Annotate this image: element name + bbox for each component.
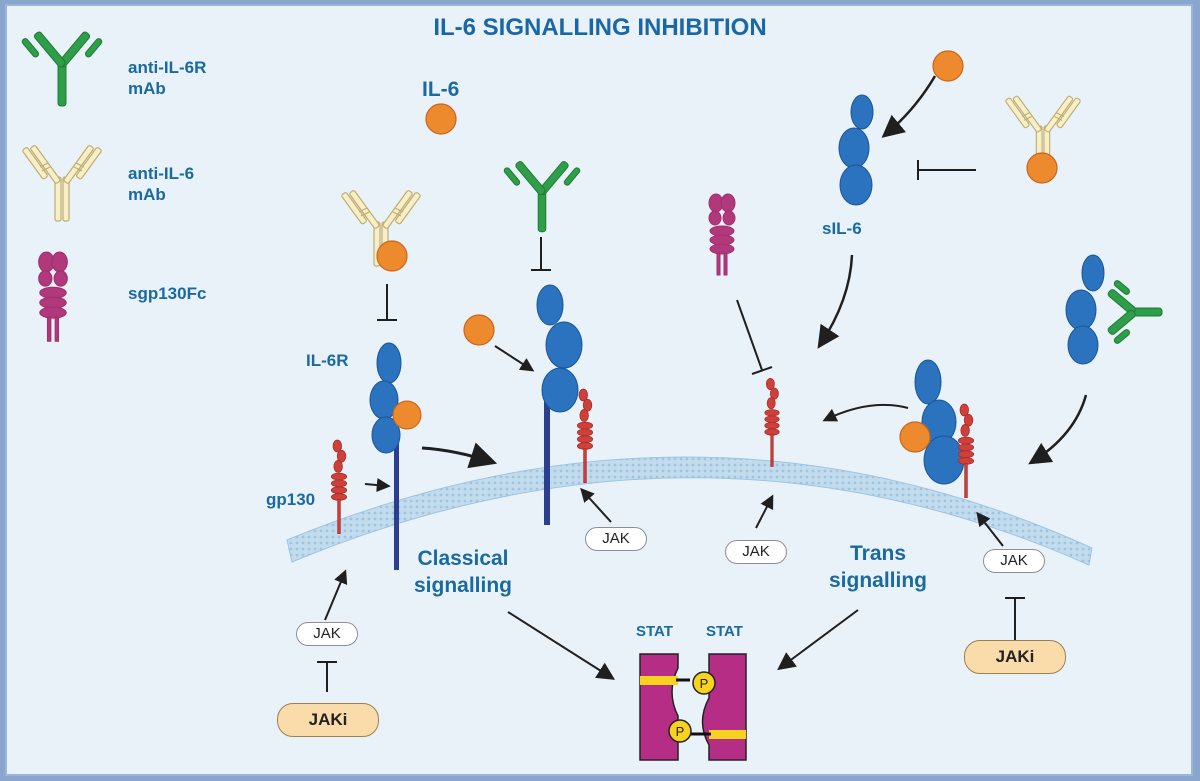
jak-pill-trans: JAK: [725, 540, 787, 564]
legend-anti-il6r-line1: anti-IL-6R: [128, 58, 207, 77]
classical-line1: Classical: [417, 547, 509, 570]
diagram-title: IL-6 SIGNALLING INHIBITION: [433, 14, 767, 41]
jaki-left-badge: JAKi: [277, 703, 379, 737]
jak-pill-left: JAK: [296, 622, 358, 646]
classical-signalling-label: Classical signalling: [407, 545, 519, 599]
il6r-label: IL-6R: [306, 351, 349, 370]
jak-pill-center: JAK: [585, 527, 647, 551]
trans-signalling-label: Trans signalling: [822, 540, 934, 594]
il6r-receptor-icon: [369, 342, 402, 570]
p-label-lower: P: [676, 724, 685, 739]
anti-il6r-antibody-icon: [502, 159, 582, 233]
sil6-label: sIL-6: [822, 219, 862, 238]
il6r-receptor-center-icon: [536, 284, 583, 525]
trans-line1: Trans: [849, 542, 907, 565]
legend-anti-il6-label: anti-IL-6 mAb: [128, 163, 194, 205]
legend-anti-il6-line1: anti-IL-6: [128, 164, 195, 183]
jak-pill-right: JAK: [983, 549, 1045, 573]
stat-right-label: STAT: [706, 623, 743, 640]
stat-left-label: STAT: [636, 623, 673, 640]
jaki-right-badge: JAKi: [964, 640, 1066, 674]
legend-anti-il6r-label: anti-IL-6R mAb: [128, 57, 206, 99]
legend-sgp130fc-label: sgp130Fc: [128, 284, 207, 303]
legend-anti-il6-line2: mAb: [128, 185, 166, 204]
gp130-label: gp130: [266, 490, 316, 509]
legend-anti-il6r-line2: mAb: [128, 79, 166, 98]
cell-membrane: [286, 456, 1093, 566]
trans-complex-icon: [914, 359, 965, 485]
gp130-trans-icon: [764, 377, 780, 467]
legend-sgp130fc-icon: [38, 251, 68, 342]
legend-anti-il6-icon: [21, 144, 103, 222]
p-label-upper: P: [700, 676, 709, 691]
trans-line2: signalling: [828, 569, 927, 592]
classical-line2: signalling: [413, 574, 512, 597]
stat-dimer-icon: P P: [639, 653, 747, 761]
il6-bound-icon: [376, 240, 408, 272]
sgp130fc-icon: [708, 193, 736, 276]
legend-anti-il6r-icon: [20, 30, 104, 107]
il6-free-icon: [425, 103, 457, 135]
il6-label: IL-6: [422, 78, 460, 101]
sil6r-icon: [838, 94, 874, 206]
